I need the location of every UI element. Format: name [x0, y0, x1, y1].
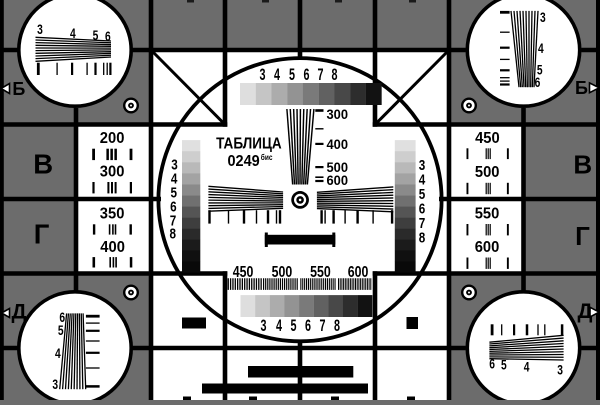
svg-text:5: 5: [289, 65, 295, 84]
svg-text:В: В: [33, 148, 53, 179]
svg-text:6: 6: [305, 316, 311, 335]
svg-text:бис: бис: [261, 153, 273, 162]
svg-text:3: 3: [261, 316, 267, 335]
svg-text:3: 3: [52, 377, 58, 392]
svg-text:600: 600: [475, 239, 500, 256]
svg-text:ТАБЛИЦА: ТАБЛИЦА: [216, 136, 282, 153]
svg-text:5: 5: [291, 316, 297, 335]
svg-text:Б: Б: [12, 79, 25, 99]
svg-text:8: 8: [334, 316, 340, 335]
svg-text:550: 550: [475, 205, 500, 222]
svg-text:5: 5: [93, 28, 99, 43]
svg-text:3: 3: [557, 362, 563, 377]
svg-text:Б: Б: [575, 78, 588, 98]
svg-text:7: 7: [318, 65, 324, 84]
svg-text:450: 450: [475, 130, 500, 147]
svg-text:350: 350: [100, 205, 125, 222]
svg-text:400: 400: [327, 136, 349, 152]
svg-text:5: 5: [58, 323, 64, 338]
svg-text:8: 8: [169, 226, 176, 243]
svg-text:4: 4: [55, 346, 61, 361]
svg-text:4: 4: [538, 41, 544, 56]
svg-text:0249: 0249: [228, 153, 261, 170]
svg-text:400: 400: [100, 239, 125, 256]
svg-text:200: 200: [100, 130, 125, 147]
svg-text:В: В: [573, 150, 592, 180]
svg-text:4: 4: [276, 316, 282, 335]
svg-text:Г: Г: [575, 221, 590, 251]
svg-text:4: 4: [524, 360, 530, 375]
svg-text:500: 500: [475, 164, 500, 181]
svg-text:300: 300: [327, 106, 349, 122]
svg-text:8: 8: [419, 229, 426, 246]
svg-text:3: 3: [260, 65, 266, 84]
svg-text:6: 6: [535, 75, 541, 90]
svg-text:4: 4: [70, 26, 76, 41]
svg-text:7: 7: [320, 316, 326, 335]
svg-text:Д: Д: [12, 301, 27, 324]
svg-text:6: 6: [105, 29, 111, 44]
svg-text:Г: Г: [34, 219, 50, 250]
svg-text:8: 8: [332, 65, 338, 84]
svg-text:3: 3: [37, 22, 43, 37]
svg-text:3: 3: [540, 10, 546, 25]
svg-text:600: 600: [327, 172, 349, 188]
svg-text:4: 4: [274, 65, 280, 84]
svg-text:6: 6: [489, 356, 495, 371]
svg-text:5: 5: [501, 358, 507, 373]
svg-text:6: 6: [304, 65, 310, 84]
svg-text:300: 300: [100, 163, 125, 180]
